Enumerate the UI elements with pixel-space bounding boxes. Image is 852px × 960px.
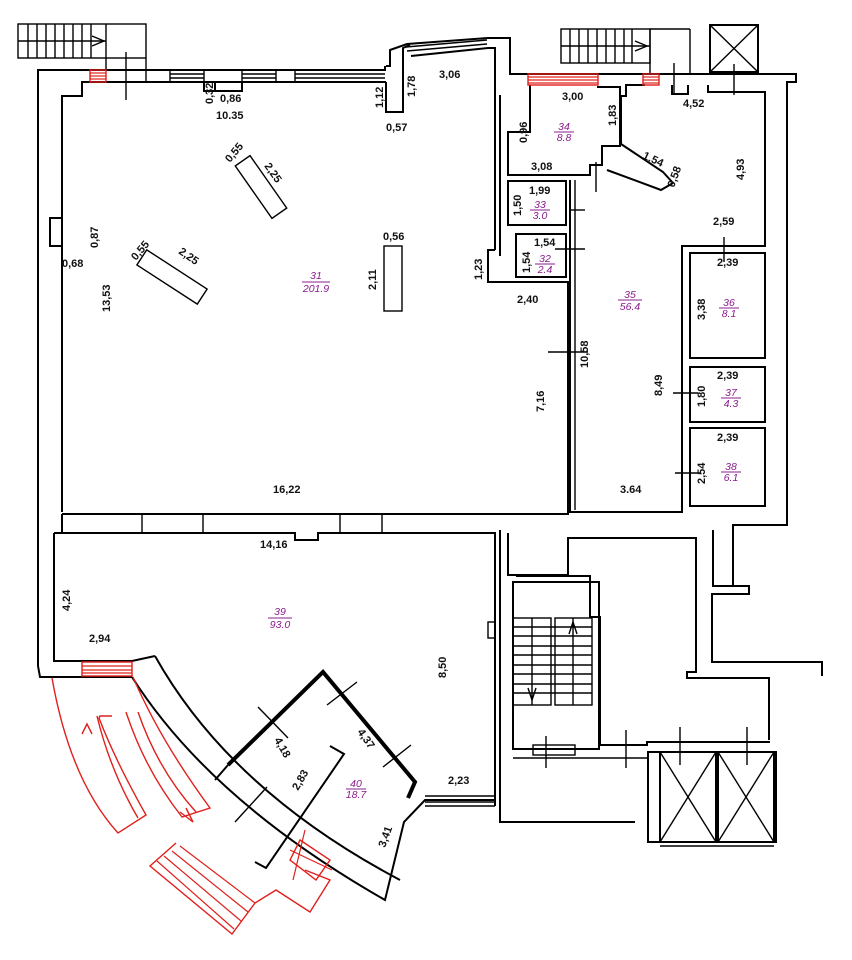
display-stand [234, 154, 288, 220]
dim-label: 0,86 [220, 93, 241, 105]
room-area: 4.3 [724, 398, 739, 410]
dim-label: 0,68 [62, 258, 83, 270]
room-number: 32 [539, 253, 551, 265]
exterior-ramp [51, 661, 333, 936]
dim-label: 4,24 [61, 589, 73, 611]
room-label-37: 37 4.3 [721, 387, 741, 410]
dim-label: 3,41 [377, 825, 396, 849]
dim-label: 2,39 [717, 432, 738, 444]
room-number: 39 [274, 606, 286, 618]
room-number: 37 [725, 387, 738, 399]
stair-top-right [560, 28, 691, 73]
room-number: 40 [350, 778, 362, 790]
dim-label: 0,57 [386, 122, 407, 134]
room-area: 3.0 [533, 210, 548, 222]
dim-label: 3,38 [696, 299, 708, 320]
dim-label: 14,16 [260, 539, 288, 551]
dim-label: 2,39 [717, 370, 738, 382]
stair-up-arrow-icon [568, 619, 578, 635]
dim-label: 1,99 [529, 185, 550, 197]
display-stand [135, 248, 209, 306]
dim-label: 10,58 [579, 340, 591, 368]
room-area: 18.7 [346, 789, 368, 801]
dim-label: 1,80 [696, 386, 708, 407]
dim-label: 0,56 [383, 231, 404, 243]
room-label-40: 40 18.7 [346, 778, 368, 801]
stair-arrow-icon [91, 35, 106, 47]
dim-label: 0,32 [204, 83, 216, 104]
stair-down-arrow-icon [527, 687, 537, 703]
dim-label: 1,12 [374, 87, 386, 108]
room-area: 2.4 [537, 264, 553, 276]
dim-label: 1,54 [534, 237, 556, 249]
room-label-36: 36 8.1 [719, 297, 739, 320]
room-area: 8.8 [557, 132, 572, 144]
dim-label: 7,16 [535, 391, 547, 412]
dim-label: 3,08 [531, 161, 552, 173]
room-number: 31 [310, 270, 322, 282]
exit-marks-top [89, 69, 660, 86]
dim-label: 1,83 [607, 105, 619, 126]
dim-label: 2,23 [448, 775, 469, 787]
room-label-39: 39 93.0 [268, 606, 292, 631]
dim-label: 2,25 [262, 161, 284, 185]
dim-label: 2,54 [696, 462, 708, 484]
room-number: 36 [723, 297, 735, 309]
dim-label: 2,25 [176, 246, 200, 268]
column [383, 245, 403, 312]
dim-label: 0,96 [518, 122, 530, 143]
room-label-34: 34 8.8 [554, 121, 574, 144]
walls-lower-left [37, 514, 496, 902]
dim-label: 1,50 [512, 195, 524, 216]
exterior-walls [37, 37, 569, 666]
dim-label: 1,54 [641, 150, 666, 170]
room-label-31: 31 201.9 [302, 270, 330, 295]
room-number: 34 [558, 121, 570, 133]
dim-label: 4,93 [735, 159, 747, 180]
dim-label: 2,94 [89, 633, 111, 645]
dim-label: 16,22 [273, 484, 301, 496]
room-area: 201.9 [302, 283, 329, 295]
dim-label: 4,18 [271, 736, 292, 761]
dim-label: 13,53 [101, 284, 113, 312]
room-number: 35 [624, 289, 636, 301]
room-area: 6.1 [724, 472, 739, 484]
ramp-arrow-down-icon [179, 807, 194, 823]
dim-label: 1,23 [473, 259, 485, 280]
dim-label: 4,52 [683, 98, 704, 110]
ramp-arrow-up-icon [81, 722, 93, 735]
dim-label: 2,39 [717, 257, 738, 269]
dim-label: 2,40 [517, 294, 538, 306]
room-label-38: 38 6.1 [721, 461, 741, 484]
dim-label: 1,54 [521, 251, 533, 273]
stair-top-left [17, 23, 147, 70]
dim-label: 1,78 [406, 76, 418, 97]
dim-label: 2,11 [367, 269, 379, 290]
room-label-32: 32 2.4 [535, 253, 555, 276]
room-label-35: 35 56.4 [618, 289, 642, 313]
stair-arrow-icon [634, 40, 649, 52]
room-number: 33 [534, 199, 546, 211]
dim-label: 8,50 [437, 657, 449, 678]
dim-label: 8,49 [653, 375, 665, 396]
dim-label: 0,87 [89, 227, 101, 248]
dim-label: 2,83 [290, 768, 311, 793]
room-area: 56.4 [620, 301, 641, 313]
dim-label: 3.64 [620, 484, 642, 496]
walls-upper-right [507, 63, 797, 515]
room-label-33: 33 3.0 [530, 199, 550, 222]
walls-lower-right [499, 515, 823, 847]
room-number: 38 [725, 461, 737, 473]
dimension-labels: 0,32 0,86 10.35 1,12 1,78 3,06 0,57 0,55… [61, 69, 747, 849]
dim-label: 0,58 [666, 165, 685, 189]
room-area: 8.1 [722, 308, 737, 320]
dim-label: 3,00 [562, 91, 583, 103]
dim-label: 3,06 [439, 69, 460, 81]
dim-label: 10.35 [216, 110, 244, 122]
wall-room-31 [49, 217, 62, 247]
room-area: 93.0 [270, 619, 291, 631]
dim-label: 2,59 [713, 216, 734, 228]
